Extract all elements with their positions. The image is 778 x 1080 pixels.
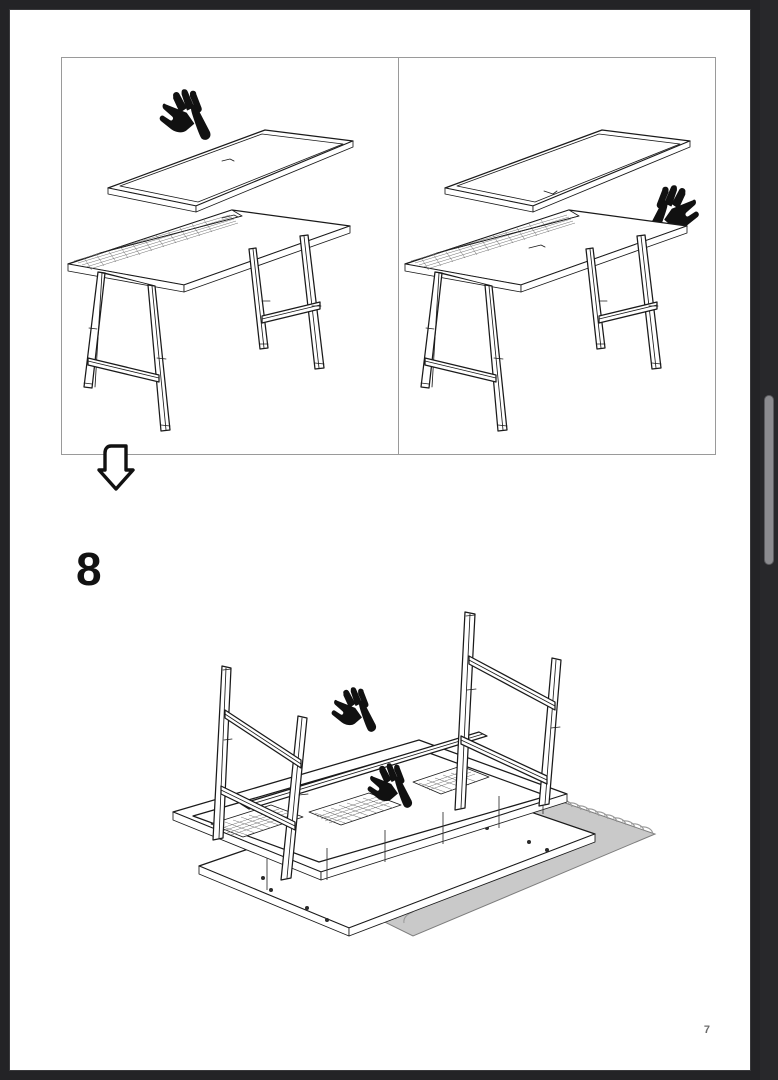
assembled-desk-frame: [404, 209, 688, 432]
panel-divider: [398, 58, 400, 454]
step-8-figure: [95, 590, 675, 970]
upside-down-desk-on-rug: [172, 611, 657, 937]
desk-with-top-illustration: [67, 89, 354, 432]
assembled-desk-frame: [67, 209, 351, 432]
mesh-insert: [210, 765, 490, 838]
desk-legs-upright: [212, 611, 562, 881]
illustration-box: [61, 57, 716, 455]
mesh-panel: [73, 214, 239, 271]
pointing-hand-icon: [331, 687, 377, 732]
table-top-panel: [107, 129, 354, 213]
document-page: 8: [10, 10, 750, 1070]
table-top-panel: [444, 129, 691, 213]
vertical-scrollbar-track[interactable]: [760, 0, 778, 1080]
vertical-scrollbar-thumb[interactable]: [764, 395, 774, 565]
pointing-hand-icon: [367, 763, 413, 808]
desk-with-top-illustration-2: [404, 129, 699, 432]
illustration-panel-right: [399, 58, 717, 454]
pointing-hand-icon: [159, 89, 211, 140]
page-number: 7: [703, 1024, 710, 1036]
arrow-down-flip-icon: [97, 444, 137, 492]
step-number: 8: [76, 543, 102, 595]
illustration-panel-left: [62, 58, 398, 454]
